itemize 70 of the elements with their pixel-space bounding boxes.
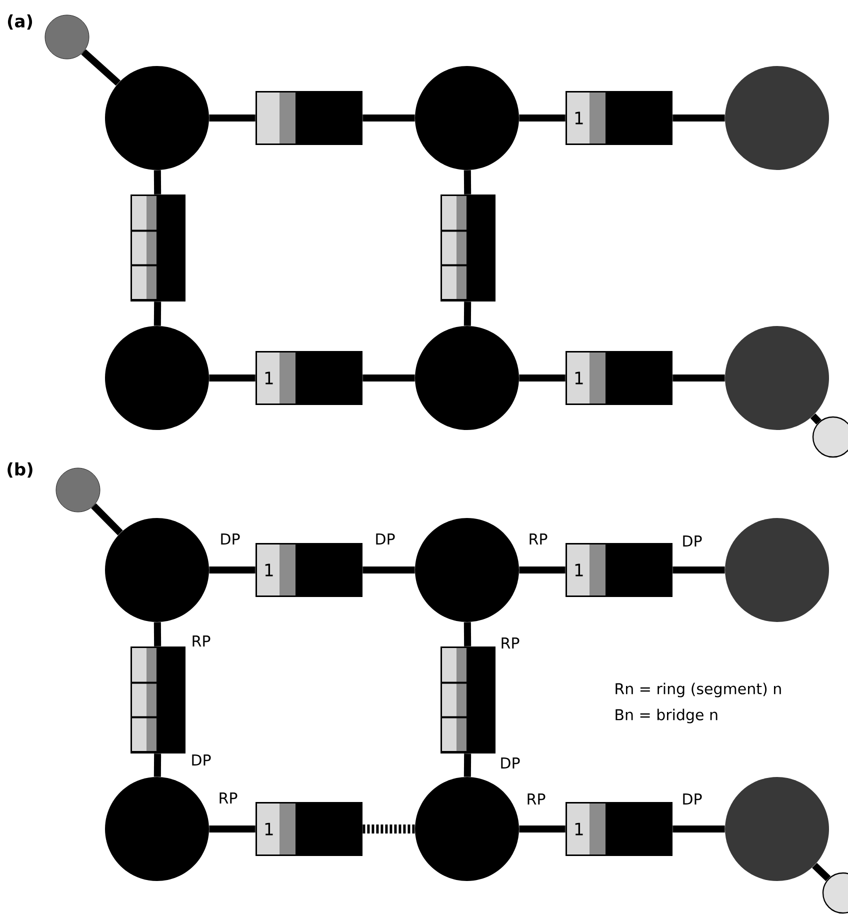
circle-node: [725, 326, 830, 430]
segment-box: 1: [256, 351, 362, 405]
connector-line: [672, 566, 725, 574]
connector-line: [464, 302, 472, 326]
port-label: DP: [376, 534, 395, 544]
port-label: DP: [501, 758, 520, 768]
segment-box: 1: [566, 543, 672, 597]
connector-line: [519, 566, 566, 574]
circle-node: [415, 326, 519, 430]
circle-node: [415, 66, 519, 170]
segment-box: [256, 91, 362, 145]
panel-label: (b): [8, 462, 32, 478]
port-label: RP: [220, 792, 238, 804]
circle-node: [415, 777, 519, 882]
connector-line: [362, 374, 415, 382]
connector-line: [209, 566, 256, 574]
circle-node: [725, 66, 830, 170]
small-circle: [812, 416, 848, 458]
connector-line: [464, 754, 472, 777]
circle-node: [725, 518, 830, 622]
segment-box: 1: [256, 543, 362, 597]
connector-line: [362, 566, 415, 574]
connector-line: [209, 374, 256, 382]
circle-node: [105, 326, 209, 430]
connector-line: [810, 413, 822, 424]
small-circle: [822, 872, 848, 914]
connector-line: [81, 49, 121, 86]
circle-node: [105, 66, 209, 170]
connector-line: [464, 170, 472, 194]
legend-note: Bn = bridge n: [616, 708, 718, 724]
connector-line: [362, 114, 415, 122]
connector-line: [812, 862, 831, 882]
small-circle: [44, 14, 90, 60]
connector-line: [519, 374, 566, 382]
segment-box: 1: [566, 802, 672, 856]
circle-node: [105, 518, 209, 622]
port-label: DP: [683, 794, 702, 804]
connector-line: [519, 826, 566, 832]
circle-node: [105, 777, 209, 882]
segment-box: [130, 646, 186, 754]
port-label: DP: [683, 536, 702, 546]
segment-box: 1: [256, 802, 362, 856]
connector-line: [154, 170, 162, 194]
connector-line: [154, 622, 162, 646]
connector-line: [154, 754, 162, 777]
circle-node: [415, 518, 519, 622]
connector-line: [464, 622, 472, 646]
connector-line: [519, 114, 566, 122]
port-label: RP: [530, 534, 548, 544]
port-label: RP: [528, 794, 546, 804]
connector-line: [362, 824, 415, 834]
segment-box: [440, 646, 496, 754]
circle-node: [725, 777, 830, 882]
segment-box: [130, 194, 186, 302]
connector-line: [154, 302, 162, 326]
connector-line: [209, 114, 256, 122]
connector-line: [91, 503, 123, 536]
legend-note: Rn = ring (segment) n: [616, 682, 781, 698]
connector-line: [672, 114, 725, 122]
connector-line: [209, 826, 256, 832]
port-label: DP: [192, 754, 211, 766]
connector-line: [672, 826, 725, 832]
small-circle: [56, 468, 100, 512]
segment-box: 1: [566, 351, 672, 405]
port-label: RP: [192, 636, 210, 646]
segment-box: [440, 194, 496, 302]
port-label: RP: [502, 638, 520, 648]
connector-line: [672, 374, 725, 382]
port-label: DP: [221, 534, 240, 544]
segment-box: 1: [566, 91, 672, 145]
